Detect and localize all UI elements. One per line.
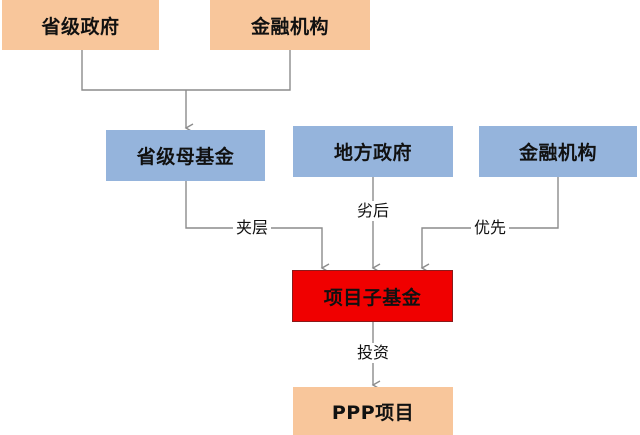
node-financial-institution-right: 金融机构 — [479, 126, 637, 177]
edge-label-subordinated: 劣后 — [353, 201, 393, 221]
node-provincial-mother-fund: 省级母基金 — [106, 130, 265, 181]
edge-label-senior: 优先 — [470, 218, 510, 238]
node-local-government: 地方政府 — [293, 126, 453, 177]
node-ppp-project: PPP项目 — [293, 387, 453, 435]
connector-provincial-gov — [81, 50, 291, 91]
edge-label-mezzanine: 夹层 — [232, 218, 272, 238]
node-provincial-government: 省级政府 — [2, 0, 159, 50]
node-financial-institution-top: 金融机构 — [210, 0, 370, 50]
edge-label-investment: 投资 — [353, 343, 393, 363]
node-project-sub-fund: 项目子基金 — [292, 270, 453, 322]
